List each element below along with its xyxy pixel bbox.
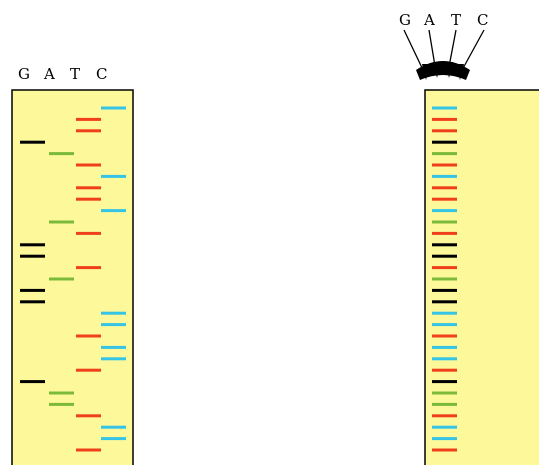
- left-band-c: [101, 437, 126, 441]
- funnel-arrowhead: [433, 62, 441, 78]
- right-band-c: [432, 437, 457, 441]
- left-band-g: [20, 254, 45, 258]
- right-label-t: T: [451, 11, 461, 29]
- left-band-g: [20, 300, 45, 304]
- left-band-c: [101, 425, 126, 429]
- right-label-a: A: [423, 11, 435, 29]
- left-label-t: T: [70, 65, 80, 83]
- left-band-t: [76, 334, 101, 338]
- left-band-a: [49, 220, 74, 224]
- left-label-c: C: [96, 65, 107, 83]
- right-band-c: [432, 357, 457, 361]
- right-band-a: [432, 402, 457, 406]
- left-bands: [20, 106, 126, 452]
- left-band-t: [76, 448, 101, 452]
- left-band-t: [76, 414, 101, 418]
- left-label-g: G: [18, 65, 30, 83]
- right-band-a: [432, 277, 457, 281]
- left-band-a: [49, 402, 74, 406]
- left-band-g: [20, 380, 45, 384]
- left-band-g: [20, 288, 45, 292]
- right-band-t: [432, 197, 457, 201]
- funnel-arrowhead: [456, 64, 464, 80]
- right-band-g: [432, 380, 457, 384]
- right-bands: [432, 106, 457, 452]
- right-band-t: [432, 368, 457, 372]
- left-band-t: [76, 186, 101, 190]
- right-band-a: [432, 391, 457, 395]
- left-band-c: [101, 323, 126, 327]
- left-band-a: [49, 152, 74, 156]
- right-band-a: [432, 152, 457, 156]
- right-band-c: [432, 345, 457, 349]
- left-band-t: [76, 266, 101, 270]
- right-band-c: [432, 311, 457, 315]
- right-band-c: [432, 174, 457, 178]
- left-band-c: [101, 345, 126, 349]
- left-band-g: [20, 140, 45, 144]
- funnel-line: [460, 29, 485, 73]
- left-band-t: [76, 197, 101, 201]
- left-band-t: [76, 163, 101, 167]
- funnel-arrowhead: [422, 64, 430, 80]
- left-band-g: [20, 243, 45, 247]
- left-band-c: [101, 357, 126, 361]
- right-band-g: [432, 254, 457, 258]
- right-band-c: [432, 106, 457, 110]
- right-band-t: [432, 163, 457, 167]
- right-funnel: [403, 29, 485, 80]
- funnel-arrowhead: [445, 62, 453, 78]
- right-band-t: [432, 117, 457, 121]
- right-band-t: [432, 448, 457, 452]
- left-label-a: A: [43, 65, 55, 83]
- right-band-t: [432, 266, 457, 270]
- right-band-c: [432, 209, 457, 213]
- left-band-t: [76, 129, 101, 133]
- right-band-t: [432, 334, 457, 338]
- left-band-a: [49, 277, 74, 281]
- right-band-t: [432, 414, 457, 418]
- left-band-c: [101, 106, 126, 110]
- left-band-t: [76, 368, 101, 372]
- right-band-a: [432, 220, 457, 224]
- right-band-c: [432, 425, 457, 429]
- right-band-g: [432, 140, 457, 144]
- right-band-g: [432, 300, 457, 304]
- right-band-c: [432, 323, 457, 327]
- right-label-c: C: [477, 11, 488, 29]
- funnel-line: [403, 29, 425, 73]
- right-band-t: [432, 129, 457, 133]
- left-band-t: [76, 117, 101, 121]
- right-band-g: [432, 288, 457, 292]
- left-gel: G A T C: [11, 65, 134, 465]
- right-band-t: [432, 231, 457, 235]
- left-band-c: [101, 311, 126, 315]
- left-band-c: [101, 174, 126, 178]
- left-band-t: [76, 231, 101, 235]
- right-band-g: [432, 243, 457, 247]
- right-gel: G A T C: [399, 11, 539, 465]
- left-band-a: [49, 391, 74, 395]
- right-band-t: [432, 186, 457, 190]
- right-label-g: G: [399, 11, 411, 29]
- left-band-c: [101, 209, 126, 213]
